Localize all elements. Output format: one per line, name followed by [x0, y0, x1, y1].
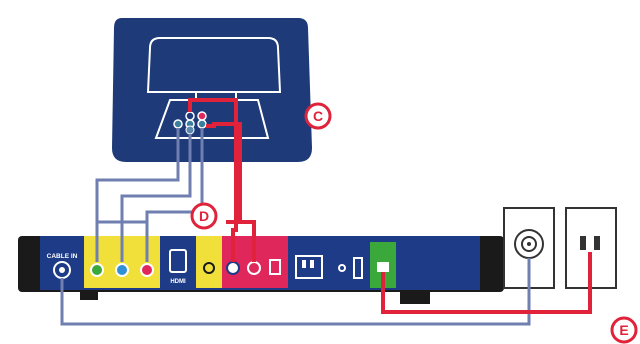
hdmi-label: HDMI: [170, 279, 186, 285]
small-jack-icon: [338, 264, 346, 272]
component-cable-blue: [120, 134, 192, 262]
tv-inner-panel: [146, 37, 282, 93]
audio-cable-white: [188, 98, 238, 262]
usb-port-icon: [353, 257, 363, 279]
step-d-label: D: [199, 208, 209, 224]
step-c-label: C: [313, 108, 323, 124]
network-ports: [295, 255, 363, 279]
blue-jack-icon: [115, 263, 129, 277]
step-e-marker: E: [610, 316, 638, 344]
tv-ports: [173, 111, 207, 135]
component-cable-green: [95, 128, 180, 262]
wall-coax-pin: [527, 242, 531, 246]
step-e-label: E: [619, 322, 628, 338]
hdmi-port: HDMI: [169, 249, 187, 285]
audio-out-red-jack: [247, 261, 261, 275]
component-cables: [95, 128, 204, 262]
audio-cables: [188, 98, 256, 262]
cable-box-foot-left: [80, 290, 98, 300]
phone-cable: [381, 252, 592, 314]
hdmi-port-icon: [169, 249, 187, 273]
component-cable-red: [145, 128, 204, 262]
audio-out-white-jack: [226, 261, 240, 275]
composite-jack-icon: [203, 262, 215, 274]
ethernet-pin-2: [310, 260, 314, 268]
ethernet-port-icon: [295, 255, 323, 279]
wall-coax-inner: [521, 236, 537, 252]
power-outlet-icon: [580, 236, 586, 250]
tv-component-jack-4: [185, 125, 195, 135]
phone-port-icon: [377, 262, 389, 272]
tv-component-jack-3: [197, 119, 207, 129]
red-jack-icon: [140, 263, 154, 277]
step-d-marker: D: [190, 202, 218, 230]
coax-jack-center: [59, 267, 65, 273]
tv-component-jack-1: [173, 119, 183, 129]
optical-port-icon: [269, 259, 281, 275]
step-e-circle: [610, 316, 638, 344]
outlet-slot-right: [594, 236, 600, 250]
tv-audio-in-red: [197, 111, 207, 121]
step-c-circle: [304, 102, 332, 130]
tv-audio-in-white: [185, 111, 195, 121]
coax-cable: [60, 258, 531, 326]
step-c-marker: C: [304, 102, 332, 130]
cable-box-foot-right: [400, 290, 430, 304]
tv: [112, 18, 312, 162]
cable-in-label: CABLE IN: [47, 253, 78, 260]
green-jack-icon: [90, 263, 104, 277]
step-d-circle: [190, 202, 218, 230]
ethernet-pin-1: [302, 260, 306, 268]
